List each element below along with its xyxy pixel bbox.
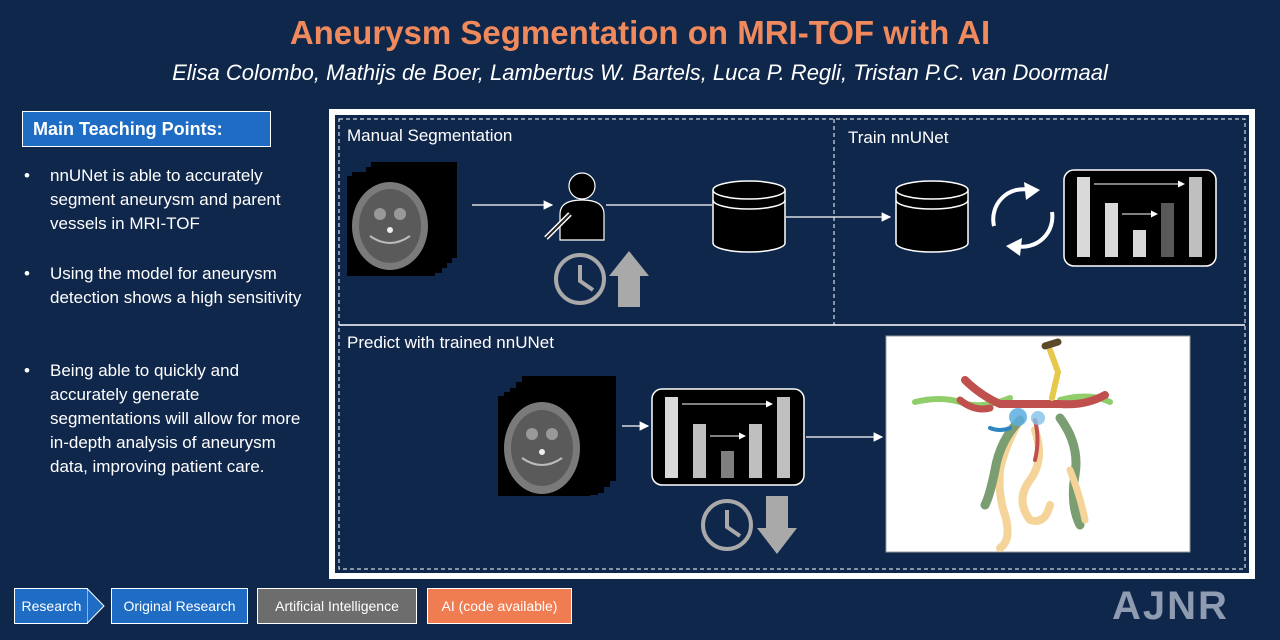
tag-research[interactable]: Research	[14, 588, 88, 624]
training-cycle-icon	[991, 187, 1055, 249]
bullet-dot-icon: •	[24, 361, 30, 380]
tag-original-research[interactable]: Original Research	[111, 588, 248, 624]
tag-artificial-intelligence[interactable]: Artificial Intelligence	[257, 588, 417, 624]
unet-architecture-icon	[651, 388, 805, 486]
teaching-points-heading: Main Teaching Points:	[22, 111, 271, 147]
bullet-dot-icon: •	[24, 166, 30, 185]
database-icon	[895, 180, 969, 253]
database-icon	[712, 180, 786, 253]
clock-icon	[701, 499, 753, 551]
author-list: Elisa Colombo, Mathijs de Boer, Lambertu…	[172, 60, 1108, 85]
tag-ai-code-available[interactable]: AI (code available)	[427, 588, 572, 624]
cycle-arrowhead-icon	[1006, 238, 1022, 256]
outer-dashed-border	[338, 118, 1246, 570]
bullet-text: nnUNet is able to accurately segment ane…	[50, 166, 281, 233]
up-arrow-icon	[609, 251, 649, 307]
mri-stack-icon	[347, 162, 457, 276]
journal-logo: AJNR	[1112, 584, 1229, 628]
bullet-item: • nnUNet is able to accurately segment a…	[24, 164, 314, 238]
bullet-text: Being able to quickly and accurately gen…	[50, 361, 301, 476]
mri-stack-icon	[498, 376, 616, 496]
section-label-train: Train nnUNet	[848, 128, 949, 147]
bullet-item: • Being able to quickly and accurately g…	[24, 359, 314, 509]
annotator-person-icon	[544, 172, 605, 241]
bullet-text: Using the model for aneurysm detection s…	[50, 264, 302, 307]
clock-icon	[554, 253, 606, 305]
unet-architecture-icon	[1063, 169, 1217, 267]
aneurysm-marker	[1031, 411, 1045, 425]
aneurysm-marker	[1009, 408, 1027, 426]
bullet-item: • Using the model for aneurysm detection…	[24, 262, 314, 336]
poster-title: Aneurysm Segmentation on MRI-TOF with AI	[289, 14, 991, 51]
bullet-dot-icon: •	[24, 264, 30, 283]
down-arrow-icon	[757, 496, 797, 554]
vessel-segmentation-render	[912, 338, 1113, 552]
cycle-arrowhead-icon	[1024, 182, 1040, 200]
section-label-manual: Manual Segmentation	[347, 126, 513, 145]
section-label-predict: Predict with trained nnUNet	[347, 333, 554, 352]
tag-arrow-icon	[87, 588, 105, 624]
